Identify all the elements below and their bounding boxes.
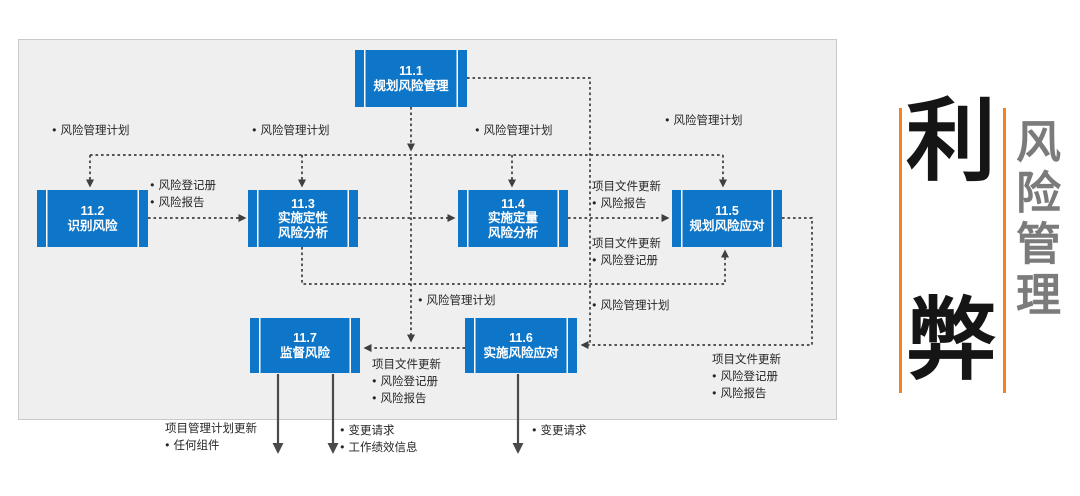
process-box-label: 实施定量 (487, 211, 538, 226)
process-box-label: 11.5 (715, 204, 739, 218)
flow-label-outputs-11-7-right: ●变更请求●工作绩效信息 (340, 422, 418, 456)
process-box-label: 实施风险应对 (483, 345, 559, 360)
process-box-label: 11.6 (509, 331, 533, 345)
process-box-label: 风险分析 (487, 225, 538, 240)
flow-label-line: ●风险管理计划 (52, 122, 130, 139)
process-box-label: 监督风险 (279, 345, 330, 360)
flow-label-line: ●风险报告 (372, 390, 441, 407)
bullet-icon: ● (665, 115, 670, 124)
flow-label-line: 项目管理计划更新 (165, 423, 257, 435)
flow-label-line: 项目文件更新 (372, 359, 441, 371)
process-box-label: 规划风险应对 (689, 218, 765, 233)
flow-label-updates-11-6-to-11-7: 项目文件更新 ●风险登记册●风险报告 (372, 358, 441, 407)
bullet-icon: ● (165, 440, 170, 449)
flow-label-line: ●工作绩效信息 (340, 439, 418, 456)
flow-label-risk-mgmt-plan-to-11-3: ●风险管理计划 (252, 122, 330, 139)
bullet-icon: ● (418, 295, 423, 304)
flow-label-updates-into-11-5-top: 项目文件更新 ●风险报告 (592, 180, 661, 212)
flow-label-line: ●风险报告 (150, 194, 216, 211)
process-box-label: 实施定性 (277, 211, 328, 226)
flow-label-updates-into-11-5-bottom: 项目文件更新 ●风险登记册 (592, 237, 661, 269)
bullet-icon: ● (372, 393, 377, 402)
flow-label-outputs-11-6-bottom: ●变更请求 (532, 422, 587, 439)
bullet-icon: ● (592, 255, 597, 264)
flow-label-risk-mgmt-plan-to-11-6: ●风险管理计划 (592, 297, 670, 314)
process-box-label: 11.4 (501, 196, 525, 211)
title-char-pros: 利 (906, 92, 996, 192)
flow-label-line: ●风险报告 (712, 385, 781, 402)
flow-label-line: ●风险登记册 (592, 252, 661, 269)
process-box-label: 11.1 (399, 64, 423, 78)
flow-label-updates-right-bottom: 项目文件更新 ●风险登记册●风险报告 (712, 353, 781, 402)
flow-label-risk-mgmt-plan-to-11-7: ●风险管理计划 (418, 292, 496, 309)
flow-label-line: ●风险管理计划 (592, 297, 670, 314)
title-char-cons: 弊 (906, 291, 996, 391)
accent-bar-left (899, 108, 902, 393)
flow-label-line: 项目文件更新 (592, 238, 661, 250)
flow-label-risk-mgmt-plan-to-11-5: ●风险管理计划 (665, 112, 743, 129)
flow-label-line: ●风险登记册 (712, 368, 781, 385)
flow-label-outputs-11-2: ●风险登记册●风险报告 (150, 177, 216, 211)
flow-label-line: ●变更请求 (340, 422, 418, 439)
accent-bar-right (1003, 108, 1006, 393)
flow-label-risk-mgmt-plan-to-11-2: ●风险管理计划 (52, 122, 130, 139)
bullet-icon: ● (532, 425, 537, 434)
flow-label-line: ●风险管理计划 (475, 122, 553, 139)
flow-label-line: 项目文件更新 (712, 354, 781, 366)
bullet-icon: ● (475, 125, 480, 134)
flow-label-line: ●风险管理计划 (418, 292, 496, 309)
flow-label-line: ●风险管理计划 (665, 112, 743, 129)
bullet-icon: ● (340, 425, 345, 434)
vertical-title-risk-management: 风险管理 (1009, 118, 1060, 322)
flow-label-line: ●风险管理计划 (252, 122, 330, 139)
bullet-icon: ● (252, 125, 257, 134)
bullet-icon: ● (340, 442, 345, 451)
bullet-icon: ● (592, 198, 597, 207)
flow-label-line: ●风险报告 (592, 195, 661, 212)
bullet-icon: ● (150, 197, 155, 206)
flow-label-line: ●任何组件 (165, 437, 257, 454)
bullet-icon: ● (592, 300, 597, 309)
flow-label-outputs-11-7-left: 项目管理计划更新 ●任何组件 (165, 422, 257, 454)
process-box-label: 11.2 (80, 204, 105, 218)
bullet-icon: ● (372, 376, 377, 385)
flow-label-risk-mgmt-plan-to-11-4: ●风险管理计划 (475, 122, 553, 139)
process-box-label: 规划风险管理 (373, 78, 449, 93)
process-box-label: 风险分析 (277, 225, 328, 240)
bullet-icon: ● (712, 371, 717, 380)
process-box-label: 11.3 (291, 196, 315, 211)
process-box-label: 11.7 (293, 331, 317, 345)
bullet-icon: ● (150, 180, 155, 189)
flow-label-line: ●风险登记册 (150, 177, 216, 194)
bullet-icon: ● (712, 388, 717, 397)
process-box-label: 识别风险 (67, 218, 118, 233)
flow-label-line: ●变更请求 (532, 422, 587, 439)
flow-label-line: 项目文件更新 (592, 181, 661, 193)
flow-label-line: ●风险登记册 (372, 373, 441, 390)
bullet-icon: ● (52, 125, 57, 134)
